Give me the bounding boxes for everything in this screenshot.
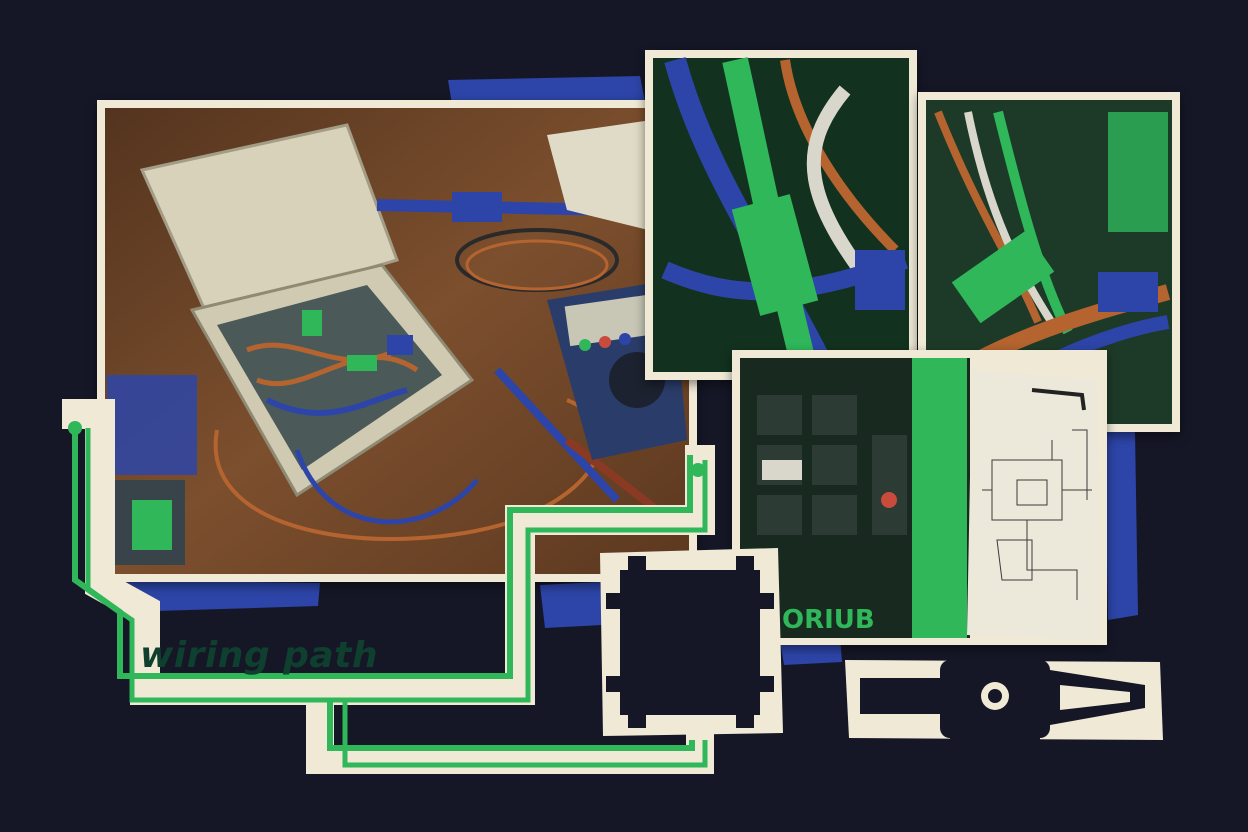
photo-wires-closeup <box>645 50 917 380</box>
connector-plug-icon <box>845 660 1163 746</box>
sign-text: ORIUB <box>782 605 875 635</box>
panel-schematic-scene: ORIUB <box>740 358 1100 640</box>
photo-junction-box <box>97 100 697 582</box>
junction-box-icon <box>600 548 783 736</box>
photo-panel-schematic: ORIUB <box>732 350 1107 645</box>
junction-box-scene <box>105 108 689 574</box>
label-text: wiring path <box>140 634 379 676</box>
wires-closeup-scene <box>653 57 909 375</box>
wiring-path-label: wiring path <box>140 628 460 682</box>
